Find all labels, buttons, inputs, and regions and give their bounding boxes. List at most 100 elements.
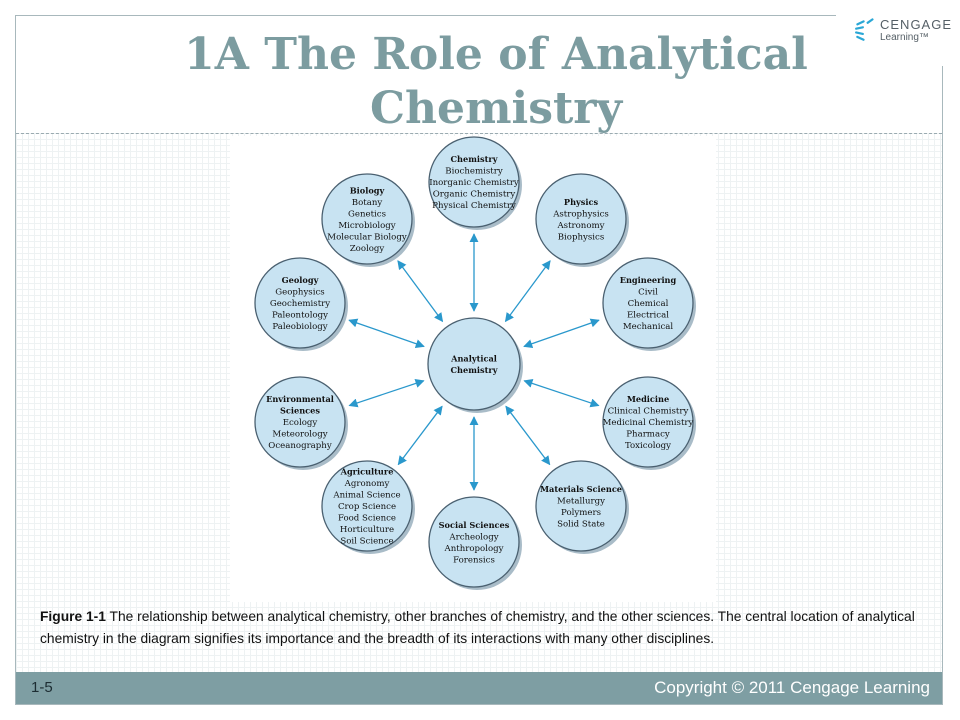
node-agriculture-item: Horticulture [340, 525, 394, 535]
node-environmental-sciences-item: Oceanography [268, 441, 332, 451]
slide-number: 1-5 [31, 679, 53, 696]
node-analytical-chemistry-title: Analytical [450, 353, 497, 363]
cengage-logo: CENGAGE Learning™ [836, 0, 960, 66]
node-geology-item: Paleontology [272, 311, 328, 321]
node-environmental-sciences: EnvironmentalSciencesEcologyMeteorologyO… [254, 376, 348, 470]
node-environmental-sciences-item: Ecology [283, 418, 318, 428]
arrow-medicine [523, 379, 600, 408]
node-agriculture-circle [321, 460, 413, 552]
node-physics-item: Astronomy [556, 221, 604, 231]
arrow-engineering [523, 318, 600, 349]
node-agriculture-title: Agriculture [340, 467, 394, 477]
node-physics-title: Physics [564, 197, 599, 207]
node-materials-science-item: Metallurgy [557, 496, 605, 506]
node-physics-circle [535, 173, 627, 265]
node-geology-item: Geochemistry [270, 299, 330, 309]
node-environmental-sciences-title: Environmental [266, 394, 334, 404]
node-chemistry-circle [428, 136, 520, 228]
node-materials-science: Materials ScienceMetallurgyPolymersSolid… [535, 460, 629, 554]
logo-line-1: CENGAGE [880, 17, 953, 32]
node-engineering-circle [602, 257, 694, 349]
node-biology-item: Zoology [350, 244, 385, 254]
node-agriculture-item: Food Science [338, 514, 396, 524]
node-medicine-item: Pharmacy [626, 430, 670, 440]
node-agriculture-item: Agronomy [344, 479, 390, 489]
node-engineering-item: Civil [638, 288, 658, 298]
node-analytical-chemistry-title: Chemistry [451, 365, 498, 375]
node-agriculture-item: Animal Science [332, 491, 400, 501]
cengage-logo-icon [855, 18, 874, 41]
node-analytical-chemistry-circle [427, 317, 521, 411]
node-social-sciences-title: Social Sciences [439, 520, 510, 530]
node-medicine-item: Clinical Chemistry [608, 407, 689, 417]
node-biology-item: Botany [352, 198, 383, 208]
slide-title-line-2: Chemistry [369, 83, 623, 134]
node-physics-item: Biophysics [558, 232, 605, 242]
logo-line-2: Learning™ [880, 32, 929, 43]
node-materials-science-item: Polymers [561, 508, 601, 518]
node-geology-item: Paleobiology [272, 322, 327, 332]
node-biology: BiologyBotanyGeneticsMicrobiologyMolecul… [321, 173, 415, 267]
slide-title-line-1: 1A The Role of Analytical [184, 29, 808, 80]
node-social-sciences-item: Forensics [453, 555, 495, 565]
node-materials-science-circle [535, 460, 627, 552]
node-geology: GeologyGeophysicsGeochemistryPaleontolog… [254, 257, 348, 351]
node-chemistry-item: Physical Chemistry [432, 201, 516, 211]
node-engineering-item: Chemical [628, 299, 669, 309]
node-biology-item: Molecular Biology [327, 232, 407, 242]
cengage-logo-text: CENGAGE Learning™ [880, 18, 952, 44]
figure-caption-label: Figure 1-1 [40, 609, 106, 624]
arrow-geology [348, 318, 425, 349]
node-engineering: EngineeringCivilChemicalElectricalMechan… [602, 257, 696, 351]
copyright-notice: Copyright © 2011 Cengage Learning [654, 678, 930, 697]
node-biology-item: Genetics [348, 209, 386, 219]
node-chemistry-item: Inorganic Chemistry [429, 178, 519, 188]
node-chemistry-item: Organic Chemistry [433, 190, 516, 200]
node-engineering-item: Mechanical [623, 322, 674, 332]
arrow-agriculture [397, 405, 443, 466]
slide-footer: 1-5 Copyright © 2011 Cengage Learning [16, 672, 942, 704]
slide-title: 1A The Role of Analytical Chemistry [136, 28, 856, 136]
node-geology-title: Geology [282, 275, 319, 285]
node-medicine-title: Medicine [627, 394, 669, 404]
node-medicine-circle [602, 376, 694, 468]
arrow-physics [504, 260, 551, 323]
node-geology-circle [254, 257, 346, 349]
node-social-sciences-item: Anthropology [444, 544, 504, 554]
node-materials-science-item: Solid State [557, 519, 605, 529]
node-geology-item: Geophysics [275, 288, 324, 298]
node-environmental-sciences-title: Sciences [280, 406, 320, 416]
node-social-sciences: Social SciencesArcheologyAnthropologyFor… [428, 496, 522, 590]
node-environmental-sciences-item: Meteorology [272, 430, 327, 440]
node-medicine-item: Toxicology [625, 441, 671, 451]
node-agriculture-item: Soil Science [340, 537, 393, 547]
title-band: 1A The Role of Analytical Chemistry [16, 16, 942, 136]
node-biology-title: Biology [350, 185, 385, 195]
node-physics-item: Astrophysics [552, 209, 609, 219]
node-engineering-item: Electrical [627, 311, 669, 321]
node-chemistry-item: Biochemistry [445, 167, 503, 177]
figure-caption-text: The relationship between analytical chem… [40, 609, 915, 646]
node-chemistry-title: Chemistry [451, 154, 498, 164]
arrow-biology [397, 260, 444, 323]
node-biology-circle [321, 173, 413, 265]
node-agriculture-item: Crop Science [338, 502, 396, 512]
arrow-environmental-sciences [348, 379, 425, 408]
figure-caption: Figure 1-1 The relationship between anal… [40, 606, 920, 650]
node-social-sciences-circle [428, 496, 520, 588]
node-engineering-title: Engineering [620, 275, 677, 285]
title-divider [16, 133, 942, 134]
node-social-sciences-item: Archeology [448, 532, 498, 542]
node-medicine-item: Medicinal Chemistry [603, 418, 694, 428]
arrow-materials-science [505, 405, 551, 466]
node-environmental-sciences-circle [254, 376, 346, 468]
node-biology-item: Microbiology [338, 221, 395, 231]
node-materials-science-title: Materials Science [540, 484, 622, 494]
